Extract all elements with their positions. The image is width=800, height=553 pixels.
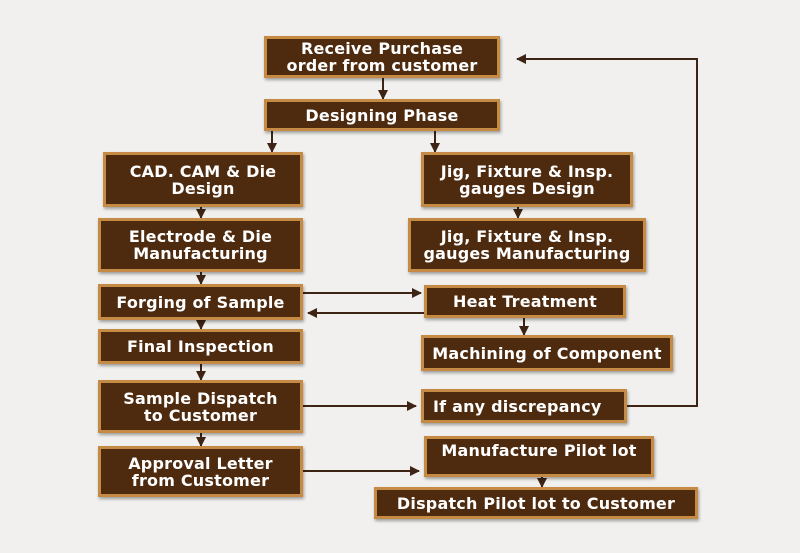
node-manufacture-pilot-lot: Manufacture Pilot lot [424, 436, 654, 477]
node-cad-cam-die-design: CAD. CAM & Die Design [103, 152, 303, 207]
arrow-discrepancy-to-receive [516, 54, 698, 407]
node-receive-purchase-order: Receive Purchase order from customer [264, 36, 500, 78]
node-heat-treatment: Heat Treatment [424, 285, 626, 318]
node-sample-dispatch: Sample Dispatch to Customer [98, 380, 303, 433]
node-if-any-discrepancy: If any discrepancy [421, 389, 627, 423]
node-approval-letter: Approval Letter from Customer [98, 446, 303, 497]
node-machining-of-component: Machining of Component [421, 335, 673, 371]
node-designing-phase: Designing Phase [264, 99, 500, 131]
node-electrode-die-manufacturing: Electrode & Die Manufacturing [98, 218, 303, 272]
node-final-inspection: Final Inspection [98, 329, 303, 364]
node-jig-fixture-gauges-design: Jig, Fixture & Insp. gauges Design [421, 152, 633, 207]
node-jig-fixture-gauges-manufacturing: Jig, Fixture & Insp. gauges Manufacturin… [408, 218, 646, 272]
node-forging-of-sample: Forging of Sample [98, 284, 303, 320]
node-dispatch-pilot-lot: Dispatch Pilot lot to Customer [374, 487, 698, 519]
